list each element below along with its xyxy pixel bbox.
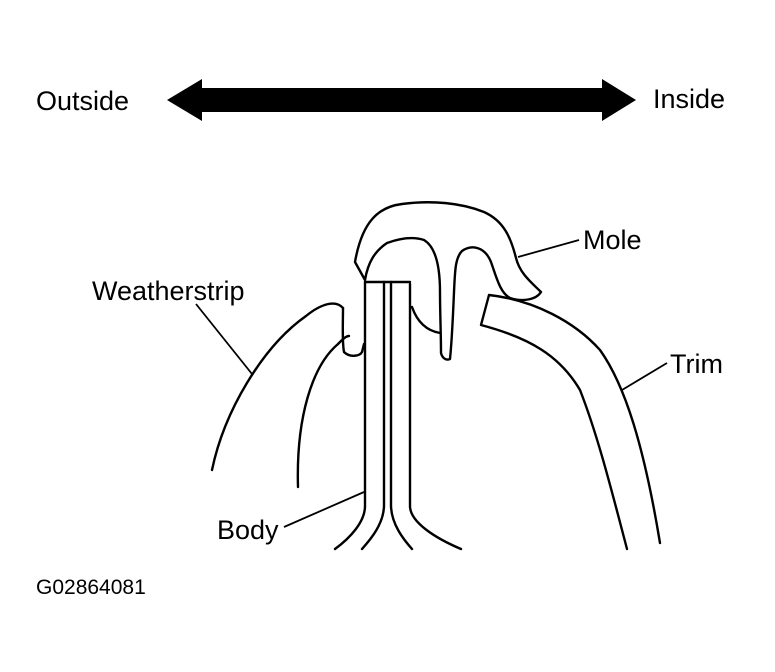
direction-double-arrow: [167, 79, 636, 121]
body-leader-line: [283, 491, 365, 528]
weatherstrip-leader-line: [195, 303, 253, 375]
weatherstrip-outer-profile: [210, 302, 345, 472]
outside-label: Outside: [36, 86, 129, 116]
inside-label: Inside: [653, 84, 725, 114]
weatherstrip-label: Weatherstrip: [92, 276, 245, 306]
body-inner-panel-line: [408, 282, 463, 551]
weatherstrip-inner-profile: [296, 334, 351, 489]
mole-leader-line: [517, 239, 580, 258]
mole-label: Mole: [583, 225, 642, 255]
body-label: Body: [217, 515, 279, 545]
trim-label: Trim: [670, 349, 723, 379]
weatherstrip-seal-bulb: [410, 305, 442, 335]
body-center-line-left: [360, 280, 386, 551]
body-outer-panel-line: [333, 280, 367, 551]
weatherstrip-lip: [341, 306, 366, 357]
mole-outline: [353, 201, 543, 361]
trim-leader-line: [621, 362, 668, 391]
trim-outline: [479, 293, 662, 551]
figure-id: G02864081: [36, 576, 146, 599]
body-center-line-right: [389, 280, 414, 551]
